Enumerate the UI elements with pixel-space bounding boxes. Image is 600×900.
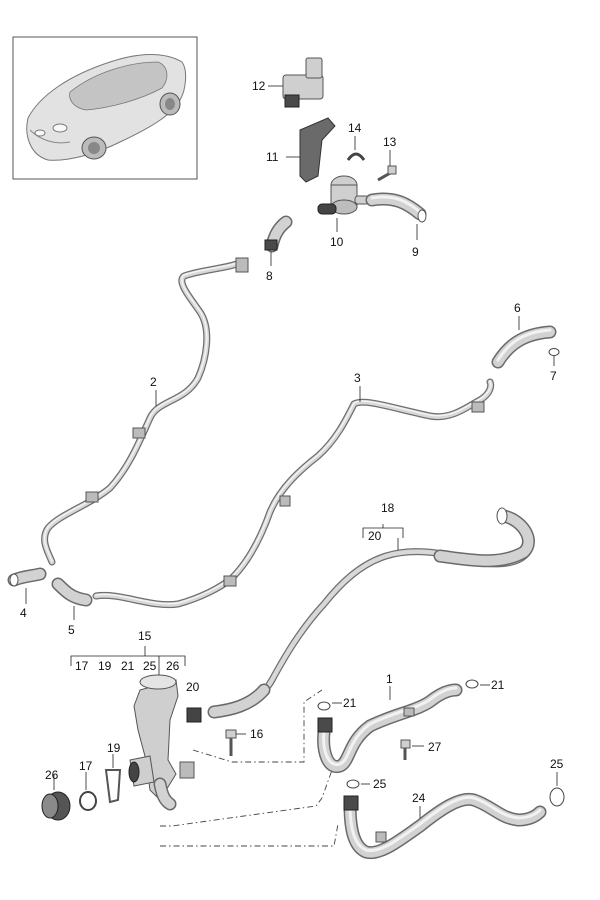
callout-17: 17 xyxy=(79,759,93,773)
callout-2: 2 xyxy=(150,375,157,389)
part-5-elbow xyxy=(51,577,93,607)
callout-9: 9 xyxy=(412,245,419,259)
callout-16: 16 xyxy=(250,727,264,741)
part-25-o-ring-a xyxy=(346,779,360,789)
part-12-solenoid-valve xyxy=(282,57,324,108)
group-15-sub-21: 21 xyxy=(121,659,135,673)
part-26-flange xyxy=(41,791,71,821)
callout-5: 5 xyxy=(68,623,75,637)
group-15-sub-19: 19 xyxy=(98,659,112,673)
callout-25-a: 25 xyxy=(373,777,387,791)
callout-26: 26 xyxy=(45,768,59,782)
callout-14: 14 xyxy=(348,121,362,135)
callout-18: 18 xyxy=(381,501,395,515)
callout-10: 10 xyxy=(330,235,344,249)
callout-27: 27 xyxy=(428,740,442,754)
part-6-connector xyxy=(491,325,557,369)
callout-4: 4 xyxy=(20,606,27,620)
part-27-bolt xyxy=(400,739,411,760)
callout-1: 1 xyxy=(386,672,393,686)
part-7-o-ring xyxy=(548,348,560,356)
part-4-connector xyxy=(7,567,47,587)
part-21-o-ring-a xyxy=(465,679,479,689)
car-thumbnail xyxy=(12,36,198,180)
callout-25-b: 25 xyxy=(550,757,564,771)
callout-19: 19 xyxy=(107,741,121,755)
part-10-valve xyxy=(317,175,370,215)
assembly-dash-lines xyxy=(160,689,339,847)
group-15-subparts: 17 19 21 25 26 xyxy=(75,659,180,673)
part-16-bolt xyxy=(225,729,237,756)
callout-8: 8 xyxy=(266,269,273,283)
part-24-pipe xyxy=(343,792,547,860)
callout-21-b: 21 xyxy=(343,696,357,710)
part-17-o-ring xyxy=(79,791,97,811)
part-1-pipe xyxy=(317,683,463,773)
callout-11: 11 xyxy=(266,150,279,164)
part-21-o-ring-b xyxy=(317,701,331,711)
part-19-clip xyxy=(104,769,122,804)
part-3-pipe xyxy=(92,378,495,609)
part-20-clip xyxy=(186,707,202,723)
callout-6: 6 xyxy=(514,301,521,315)
callout-24: 24 xyxy=(412,791,426,805)
part-11-bracket xyxy=(299,117,336,183)
part-9-hose xyxy=(365,192,427,223)
part-2-pipe xyxy=(41,257,249,566)
callout-7: 7 xyxy=(550,369,557,383)
part-18-pipe xyxy=(207,507,535,719)
part-25-o-ring-b xyxy=(549,787,565,807)
part-13-bolt xyxy=(377,165,397,182)
callout-20-bracket: 20 xyxy=(368,529,382,543)
callout-20: 20 xyxy=(186,680,200,694)
part-8-elbow xyxy=(264,215,293,253)
group-15-sub-17: 17 xyxy=(75,659,89,673)
callout-12: 12 xyxy=(252,79,266,93)
part-15-coolant-housing xyxy=(128,674,195,811)
callout-15: 15 xyxy=(138,629,152,643)
part-14-clip xyxy=(346,152,366,161)
callout-21-a: 21 xyxy=(491,678,505,692)
group-15-sub-25: 25 xyxy=(143,659,157,673)
group-15-sub-26: 26 xyxy=(166,659,180,673)
callout-3: 3 xyxy=(354,371,361,385)
callout-13: 13 xyxy=(383,135,397,149)
